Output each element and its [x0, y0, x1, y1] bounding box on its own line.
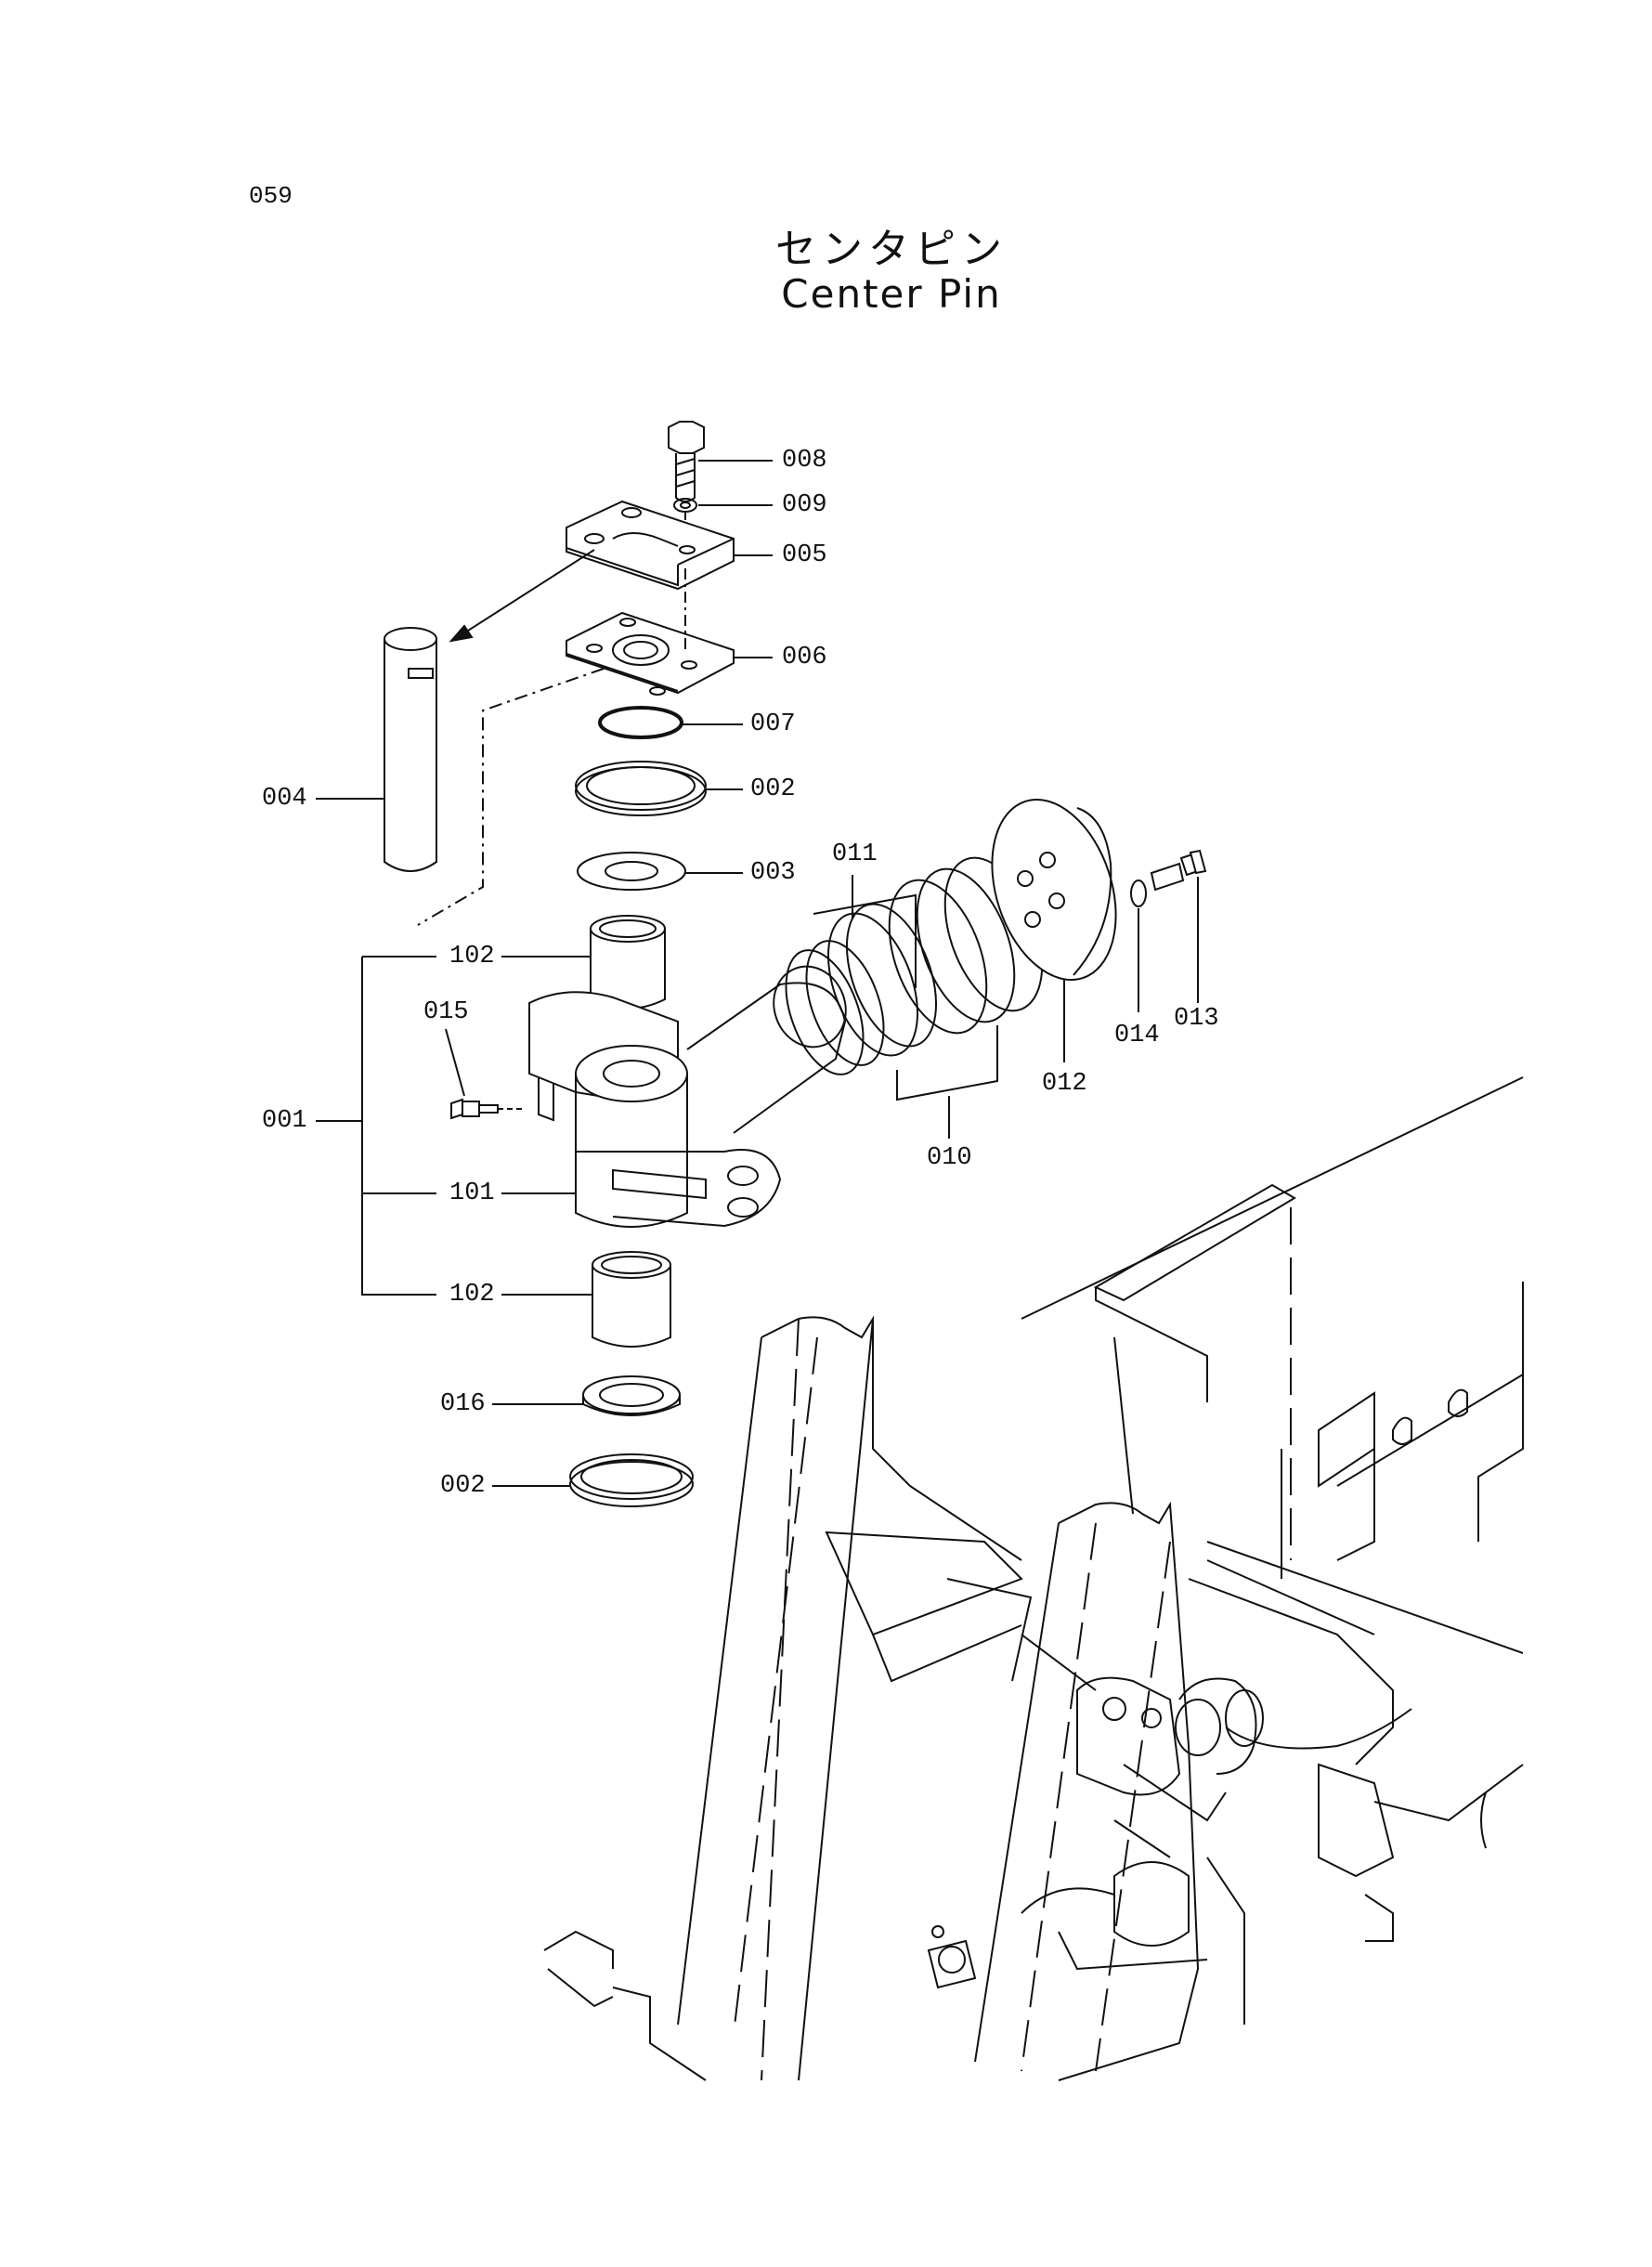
pin-004-illustration [384, 628, 436, 871]
title-english: Center Pin [781, 271, 1002, 317]
part-label-014: 014 [1114, 1022, 1160, 1049]
part-label-002-bottom: 002 [440, 1472, 486, 1500]
snap-ring-007-illustration [600, 708, 682, 737]
part-label-006: 006 [782, 644, 827, 671]
seal-002-top-illustration [576, 762, 706, 815]
part-label-002-top: 002 [750, 775, 796, 803]
part-label-009: 009 [782, 491, 827, 519]
part-label-016: 016 [440, 1390, 486, 1418]
part-label-001: 001 [262, 1107, 307, 1135]
part-label-010: 010 [927, 1144, 972, 1172]
cover-plate-012-illustration [970, 784, 1138, 997]
part-label-011: 011 [832, 840, 878, 868]
title-japanese: センタピン [775, 226, 1008, 273]
part-label-008: 008 [782, 447, 827, 475]
part-label-013: 013 [1174, 1005, 1219, 1033]
washer-009-illustration [674, 499, 696, 512]
page-number: 059 [249, 182, 293, 210]
part-label-101: 101 [449, 1179, 495, 1207]
part-label-102-top: 102 [449, 943, 495, 971]
plate-006-illustration [566, 613, 734, 695]
part-label-007: 007 [750, 710, 796, 738]
center-pin-body-101-illustration [529, 957, 857, 1227]
part-label-005: 005 [782, 541, 827, 569]
assembly-arrow [455, 550, 594, 639]
seal-002-bottom-illustration [570, 1454, 693, 1506]
plate-005-illustration [566, 502, 734, 589]
part-label-004: 004 [262, 785, 307, 813]
shim-003-illustration [578, 853, 685, 890]
washer-014-illustration [1131, 880, 1146, 906]
group-bracket-001 [362, 957, 436, 1295]
bolt-013-illustration [1151, 851, 1205, 890]
part-label-015: 015 [423, 998, 469, 1026]
part-label-003: 003 [750, 859, 796, 887]
bolt-008-illustration [669, 422, 704, 502]
centerline-guide [418, 669, 604, 925]
grease-fitting-015-illustration [451, 1100, 526, 1118]
part-label-102-bottom: 102 [449, 1281, 495, 1309]
seal-016-illustration [583, 1376, 680, 1415]
leader-015 [446, 1029, 464, 1096]
machine-frame-illustration [544, 1077, 1523, 2080]
bushing-102-bottom-illustration [592, 1252, 670, 1347]
part-label-012: 012 [1042, 1070, 1087, 1098]
